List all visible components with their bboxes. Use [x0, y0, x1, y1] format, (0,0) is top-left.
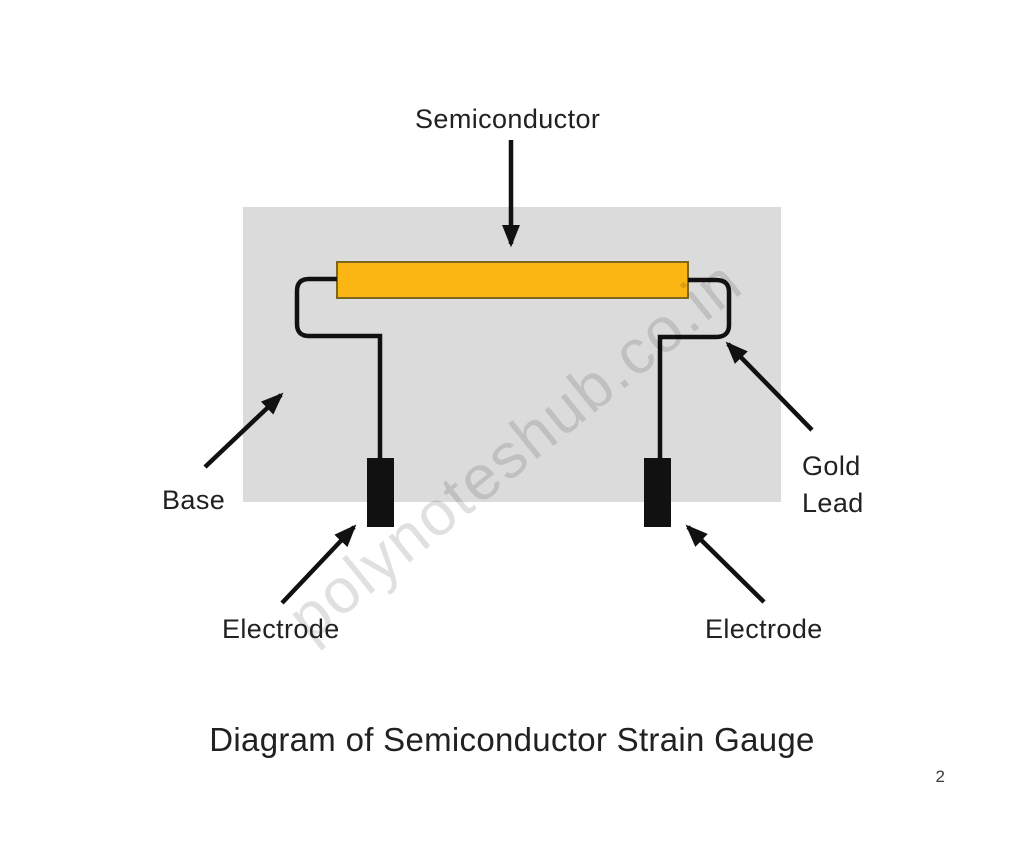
electrode-right-label: Electrode [705, 614, 823, 644]
semiconductor-bar [336, 261, 689, 299]
gold-lead-label-line1: Gold [802, 451, 861, 481]
page-number: 2 [935, 767, 945, 786]
base-rect [243, 207, 781, 502]
gold-lead-arrow [725, 341, 814, 432]
electrode-left-rect [367, 458, 394, 527]
electrode-left-label: Electrode [222, 614, 340, 644]
gold-lead-label-line2: Lead [802, 488, 864, 518]
gold-lead-wire-left [294, 276, 383, 459]
electrode-right-arrow [685, 524, 766, 604]
semiconductor-label: Semiconductor [415, 104, 601, 134]
base-label: Base [162, 485, 226, 515]
electrode-right-rect [644, 458, 671, 527]
electrode-left-arrow [280, 524, 357, 605]
base-arrow [203, 392, 284, 469]
gold-lead-label: Gold Lead [802, 448, 892, 522]
gold-lead-wire-right [657, 277, 732, 459]
diagram-caption: Diagram of Semiconductor Strain Gauge [209, 721, 815, 758]
